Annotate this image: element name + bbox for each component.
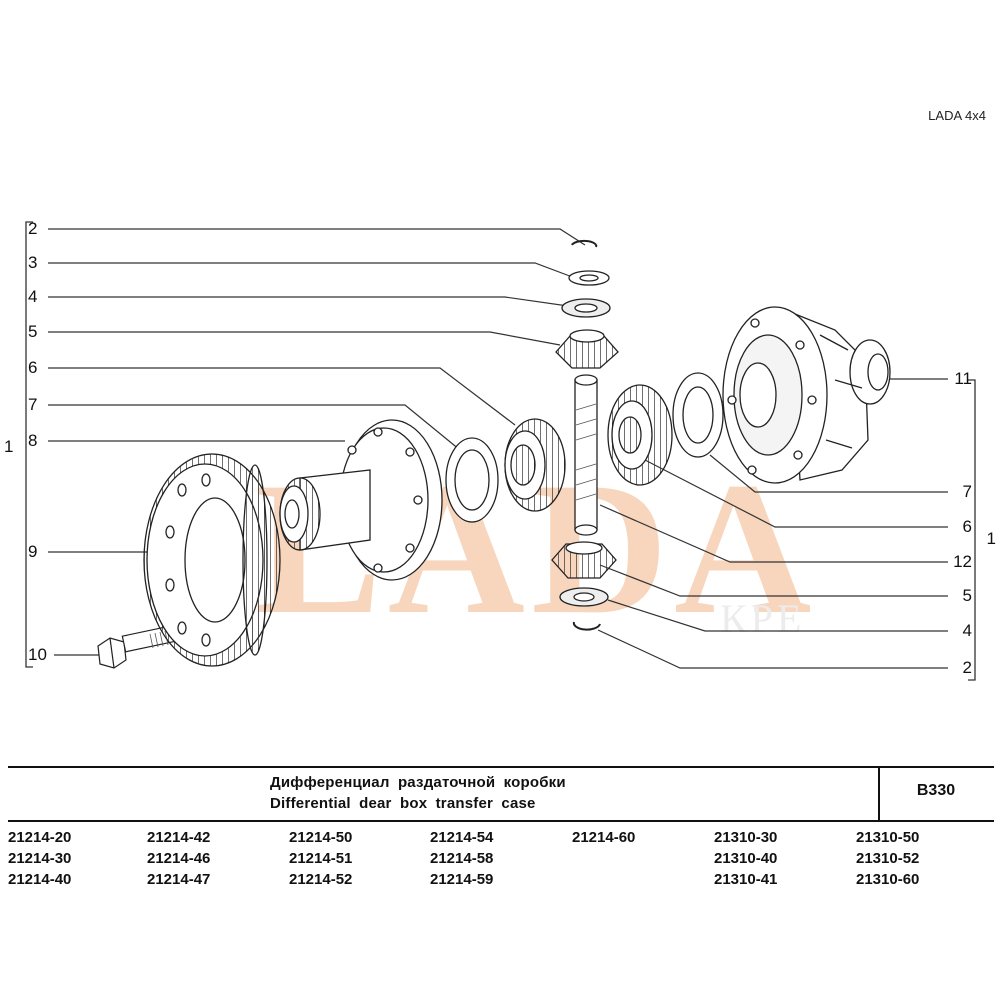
model-column: 21214-50 21214-51 21214-52 [289,827,352,890]
left-group-bracket [25,221,33,668]
callout-left-7: 7 [28,395,38,414]
right-group-bracket [968,379,976,681]
callout-left-5: 5 [28,322,38,341]
title-block: Дифференциал раздаточной коробки Differe… [8,766,994,822]
model-code: 21214-30 [8,850,72,867]
model-code: 21310-40 [714,850,778,867]
callout-group-left: 1 [4,437,14,456]
section-code: B330 [916,782,956,799]
callout-left-9: 9 [28,542,38,561]
model-column: 21214-60 [572,827,635,848]
callout-left-8: 8 [28,431,38,450]
model-code: 21214-42 [147,829,211,846]
callout-right-4: 4 [962,621,972,640]
model-code: 21214-58 [430,850,494,867]
model-code: 21214-46 [147,850,211,867]
model-column: 21214-54 21214-58 21214-59 [430,827,493,890]
watermark-small-text: КРЕ [720,596,805,641]
pinion-shaft-part [574,374,598,536]
model-code: 21310-50 [856,829,920,846]
callout-right-12: 12 [953,552,972,571]
model-code: 21310-30 [714,829,778,846]
model-column: 21310-50 21310-52 21310-60 [856,827,919,890]
model-code: 21214-20 [8,829,72,846]
callout-right-11: 11 [954,369,972,388]
model-code: 21214-60 [572,829,636,846]
callout-right-2: 2 [962,658,972,677]
leader-lines [48,228,948,669]
model-code: 21214-59 [430,871,494,888]
callout-right-5: 5 [962,586,972,605]
model-code: 21214-51 [289,850,353,867]
callout-right-6: 6 [962,517,972,536]
callout-left-10: 10 [28,645,47,664]
model-code: 21214-50 [289,829,353,846]
title-russian: Дифференциал раздаточной коробки [270,774,566,791]
flange-shaft-part [279,419,443,581]
callout-left-4: 4 [28,287,38,306]
model-column: 21214-20 21214-30 21214-40 [8,827,71,890]
callout-left-3: 3 [28,253,38,272]
side-gear-right-part [607,384,673,486]
model-code: 21310-52 [856,850,920,867]
callout-group-right: 1 [986,529,996,548]
model-code: 21214-40 [8,871,72,888]
lower-pinion-stack [551,541,617,631]
model-code: 21310-60 [856,871,920,888]
thrust-washer-left-part [445,437,499,523]
title-english: Differential dear box transfer case [270,795,536,812]
differential-housing-part [722,306,891,484]
model-column: 21310-30 21310-40 21310-41 [714,827,777,890]
callout-left-6: 6 [28,358,38,377]
title-divider [878,768,880,820]
brand-label: LADA 4x4 [928,108,986,123]
model-code: 21214-47 [147,871,211,888]
model-code: 21214-52 [289,871,353,888]
upper-pinion-stack [555,239,619,369]
thrust-washer-right-part [672,372,724,458]
exploded-parts-diagram: LADA КРЕ [25,221,976,681]
ring-gear-part [143,453,281,667]
callout-left-2: 2 [28,219,38,238]
model-column: 21214-42 21214-46 21214-47 [147,827,210,890]
model-code: 21214-54 [430,829,494,846]
model-code: 21310-41 [714,871,778,888]
callout-right-7: 7 [962,482,972,501]
side-gear-left-part [504,418,566,512]
